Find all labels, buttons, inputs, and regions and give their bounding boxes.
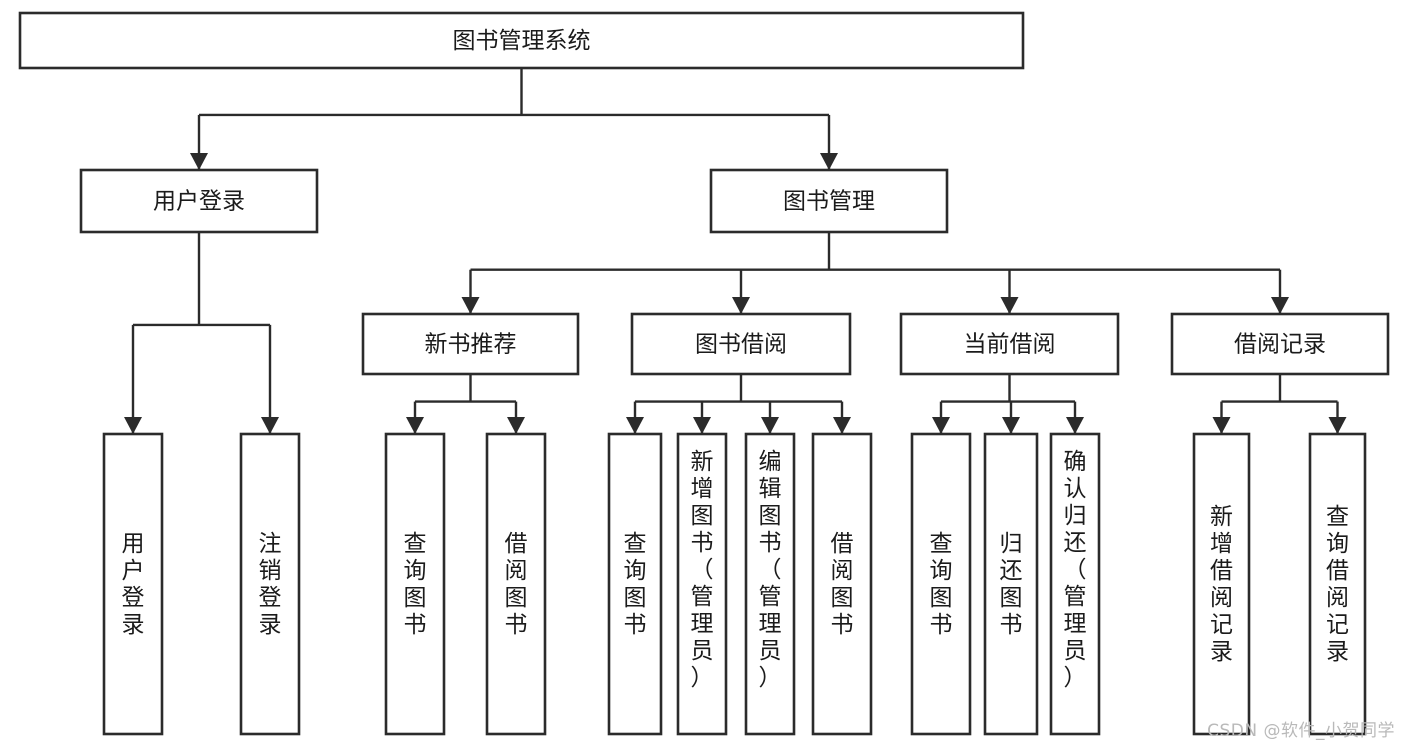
- node-label-leaf-return-book: 归还图书: [1000, 531, 1023, 638]
- arrow-head-icon: [626, 417, 644, 434]
- node-leaf-query-book-recommend[interactable]: 查询图书: [384, 432, 446, 736]
- node-leaf-logout[interactable]: 注销登录: [239, 432, 301, 736]
- node-leaf-borrow-book[interactable]: 借阅图书: [811, 432, 873, 736]
- node-label-root: 图书管理系统: [453, 28, 591, 54]
- node-leaf-add-borrow-record[interactable]: 新增借阅记录: [1192, 432, 1251, 736]
- node-label-book-management: 图书管理: [783, 189, 875, 215]
- node-label-leaf-confirm-return-admin: 确认归还（管理员）: [1064, 449, 1087, 691]
- node-box-book-borrow[interactable]: [630, 312, 852, 376]
- node-label-leaf-borrow-book-recommend: 借阅图书: [505, 531, 528, 638]
- node-leaf-query-book-borrow[interactable]: 查询图书: [607, 432, 663, 736]
- nodes-layer: 图书管理系统用户登录图书管理新书推荐图书借阅当前借阅借阅记录用户登录注销登录查询…: [18, 11, 1390, 736]
- arrow-head-icon: [406, 417, 424, 434]
- node-leaf-query-book-current[interactable]: 查询图书: [910, 432, 972, 736]
- node-label-leaf-user-login: 用户登录: [122, 531, 145, 638]
- arrow-head-icon: [1328, 417, 1347, 434]
- node-box-leaf-user-login[interactable]: [102, 432, 164, 736]
- node-label-current-borrow: 当前借阅: [964, 332, 1056, 358]
- node-label-leaf-query-book-borrow: 查询图书: [624, 531, 647, 638]
- node-box-current-borrow[interactable]: [899, 312, 1120, 376]
- arrow-head-icon: [1212, 417, 1231, 434]
- arrow-head-icon: [1000, 297, 1019, 314]
- csdn-watermark: CSDN @软件_小贺同学: [1207, 721, 1395, 741]
- node-leaf-edit-book-admin[interactable]: 编辑图书（管理员）: [744, 432, 796, 736]
- arrow-head-icon: [1066, 417, 1084, 434]
- node-label-leaf-query-book-current: 查询图书: [930, 531, 953, 638]
- node-box-leaf-query-borrow-record[interactable]: [1308, 432, 1367, 736]
- arrow-head-icon: [124, 417, 142, 434]
- node-label-new-book-recommend: 新书推荐: [425, 332, 517, 358]
- node-box-book-management[interactable]: [709, 168, 949, 234]
- node-label-book-borrow: 图书借阅: [695, 332, 787, 358]
- node-label-leaf-borrow-book: 借阅图书: [831, 531, 854, 638]
- arrow-head-icon: [507, 417, 525, 434]
- node-box-leaf-edit-book-admin[interactable]: [744, 432, 796, 736]
- node-box-new-book-recommend[interactable]: [361, 312, 580, 376]
- arrow-head-icon: [190, 153, 208, 170]
- node-new-book-recommend[interactable]: 新书推荐: [361, 312, 580, 376]
- node-box-leaf-query-book-borrow[interactable]: [607, 432, 663, 736]
- node-current-borrow[interactable]: 当前借阅: [899, 312, 1120, 376]
- node-box-leaf-query-book-current[interactable]: [910, 432, 972, 736]
- node-box-leaf-return-book[interactable]: [983, 432, 1039, 736]
- node-label-user-login: 用户登录: [153, 189, 245, 215]
- node-box-leaf-confirm-return-admin[interactable]: [1049, 432, 1101, 736]
- node-box-leaf-borrow-book-recommend[interactable]: [485, 432, 547, 736]
- node-leaf-borrow-book-recommend[interactable]: 借阅图书: [485, 432, 547, 736]
- node-box-leaf-query-book-recommend[interactable]: [384, 432, 446, 736]
- node-label-leaf-add-book-admin: 新增图书（管理员）: [691, 449, 714, 691]
- arrow-head-icon: [461, 297, 480, 314]
- node-label-leaf-logout: 注销登录: [259, 531, 282, 638]
- node-box-borrow-record[interactable]: [1170, 312, 1390, 376]
- node-leaf-query-borrow-record[interactable]: 查询借阅记录: [1308, 432, 1367, 736]
- node-book-borrow[interactable]: 图书借阅: [630, 312, 852, 376]
- node-box-leaf-logout[interactable]: [239, 432, 301, 736]
- node-leaf-add-book-admin[interactable]: 新增图书（管理员）: [676, 432, 728, 736]
- arrow-head-icon: [1271, 297, 1289, 314]
- arrow-head-icon: [761, 417, 779, 434]
- node-box-leaf-borrow-book[interactable]: [811, 432, 873, 736]
- node-label-leaf-edit-book-admin: 编辑图书（管理员）: [759, 449, 782, 691]
- node-user-login[interactable]: 用户登录: [79, 168, 319, 234]
- node-book-management[interactable]: 图书管理: [709, 168, 949, 234]
- node-leaf-confirm-return-admin[interactable]: 确认归还（管理员）: [1049, 432, 1101, 736]
- arrow-head-icon: [732, 297, 750, 314]
- arrow-head-icon: [261, 417, 279, 434]
- arrow-head-icon: [932, 417, 950, 434]
- node-box-root[interactable]: [18, 11, 1025, 70]
- arrow-head-icon: [693, 417, 711, 434]
- node-borrow-record[interactable]: 借阅记录: [1170, 312, 1390, 376]
- node-label-leaf-add-borrow-record: 新增借阅记录: [1210, 504, 1233, 665]
- node-box-leaf-add-book-admin[interactable]: [676, 432, 728, 736]
- node-label-borrow-record: 借阅记录: [1234, 332, 1326, 358]
- arrow-head-icon: [833, 417, 851, 434]
- edges-layer: [124, 68, 1347, 434]
- node-leaf-return-book[interactable]: 归还图书: [983, 432, 1039, 736]
- arrow-head-icon: [1002, 417, 1020, 434]
- node-label-leaf-query-book-recommend: 查询图书: [404, 531, 427, 638]
- node-root[interactable]: 图书管理系统: [18, 11, 1025, 70]
- node-box-leaf-add-borrow-record[interactable]: [1192, 432, 1251, 736]
- node-label-leaf-query-borrow-record: 查询借阅记录: [1326, 504, 1349, 665]
- arrow-head-icon: [820, 153, 838, 170]
- node-leaf-user-login[interactable]: 用户登录: [102, 432, 164, 736]
- node-box-user-login[interactable]: [79, 168, 319, 234]
